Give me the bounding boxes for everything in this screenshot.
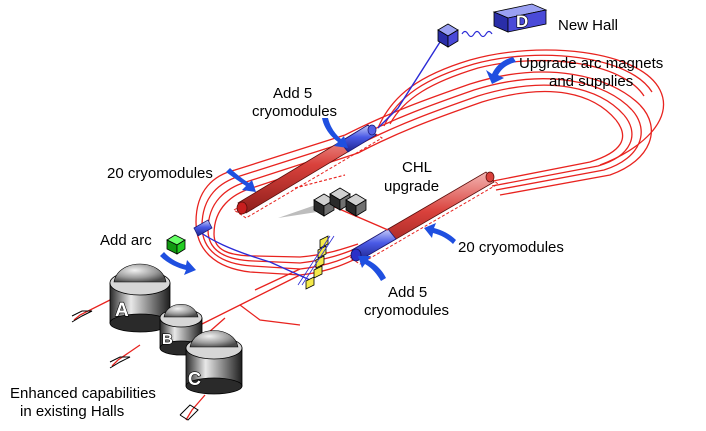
label-new-hall: New Hall — [558, 17, 618, 34]
labels: New Hall Upgrade arc magnets and supplie… — [10, 17, 663, 420]
arrow-upgrade-arc — [486, 57, 516, 84]
label-chl-line1: CHL — [402, 159, 432, 176]
hall-d-beamline — [193, 30, 493, 281]
label-add5-top-line2: cryomodules — [252, 103, 337, 120]
label-upgrade-arc-line1: Upgrade arc magnets — [519, 55, 663, 72]
south-linac — [350, 171, 495, 262]
chl-upgrade-block — [278, 174, 389, 231]
hall-c-letter: C — [188, 369, 201, 389]
hall-d-letter: D — [516, 12, 528, 31]
racetrack-arcs — [73, 49, 665, 421]
hall-d-building — [492, 3, 548, 33]
arrow-add-arc — [160, 252, 196, 275]
label-chl-line2: upgrade — [384, 178, 439, 195]
label-add-arc: Add arc — [100, 232, 152, 249]
label-add5-bottom-line2: cryomodules — [364, 302, 449, 319]
label-add5-top-line1: Add 5 — [273, 85, 312, 102]
label-add5-bottom-line1: Add 5 — [388, 284, 427, 301]
extraction-spreader — [297, 235, 335, 286]
arrow-add5-top — [322, 118, 348, 148]
hall-c: C — [185, 330, 243, 395]
label-enhanced-line2: in existing Halls — [20, 403, 124, 420]
beam-dumps — [71, 310, 199, 421]
callout-arrows — [160, 57, 516, 281]
label-upgrade-arc-line2: and supplies — [549, 73, 633, 90]
arrow-cryo20-left — [226, 168, 256, 192]
label-cryo20-right: 20 cryomodules — [458, 239, 564, 256]
add-arc-cube — [166, 234, 186, 255]
arrow-cryo20-right — [424, 223, 456, 244]
label-cryo20-left: 20 cryomodules — [107, 165, 213, 182]
hall-b-letter: B — [162, 331, 173, 348]
label-enhanced-line1: Enhanced capabilities — [10, 385, 156, 402]
hall-a-letter: A — [115, 300, 129, 321]
arc-magnet-boxes — [305, 235, 329, 290]
hall-d-tagger-block — [437, 23, 459, 48]
injector — [193, 219, 213, 237]
arrow-add5-bottom — [358, 256, 386, 281]
